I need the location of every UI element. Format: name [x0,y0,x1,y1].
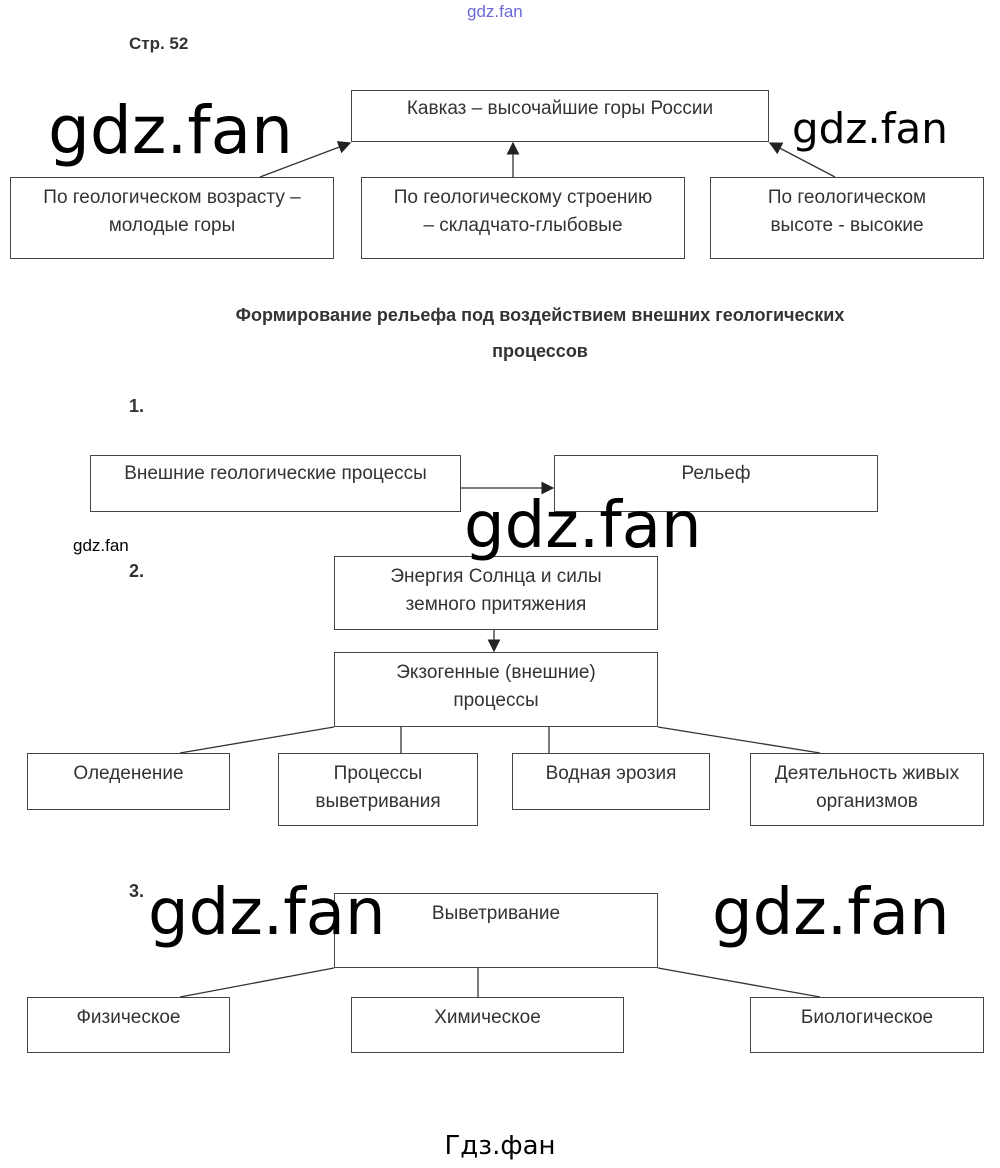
box-structure: По геологическому строению – складчато-г… [361,177,685,259]
arrow-left [259,141,352,178]
watermark-6: gdz.fan [712,876,950,950]
watermark-top: gdz.fan [467,2,523,21]
section2-number: 2. [129,561,145,581]
heading-line2: процессов [492,341,588,361]
watermark-5: gdz.fan [148,876,386,950]
arrow-right [768,142,836,178]
box-weathering: Выветривание [334,893,658,968]
box-chemical: Химическое [351,997,624,1053]
box-caucasus: Кавказ – высочайшие горы России [351,90,769,142]
box-biological: Биологическое [750,997,984,1053]
box-water-erosion: Водная эрозия [512,753,710,810]
heading-line1: Формирование рельефа под воздействием вн… [235,305,845,325]
box-weathering-processes: Процессы выветривания [278,753,478,826]
watermark-bottom: Гдз.фан [444,1131,556,1161]
box-living-organisms: Деятельность живых организмов [750,753,984,826]
box-external-processes: Внешние геологические процессы [90,455,461,512]
watermark-3: gdz.fan [464,489,702,563]
box-energy: Энергия Солнца и силы земного притяжения [334,556,658,630]
box-relief: Рельеф [554,455,878,512]
watermark-1: gdz.fan [48,92,293,169]
page-label: Стр. 52 [129,34,189,53]
box-physical: Физическое [27,997,230,1053]
watermark-2: gdz.fan [792,104,948,153]
box-glaciation: Оледенение [27,753,230,810]
box-exogenous: Экзогенные (внешние) процессы [334,652,658,727]
box-height: По геологическом высоте - высокие [710,177,984,259]
watermark-small: gdz.fan [73,536,129,555]
box-age: По геологическом возрасту – молодые горы [10,177,334,259]
section1-number: 1. [129,396,145,416]
section3-number: 3. [129,881,145,901]
